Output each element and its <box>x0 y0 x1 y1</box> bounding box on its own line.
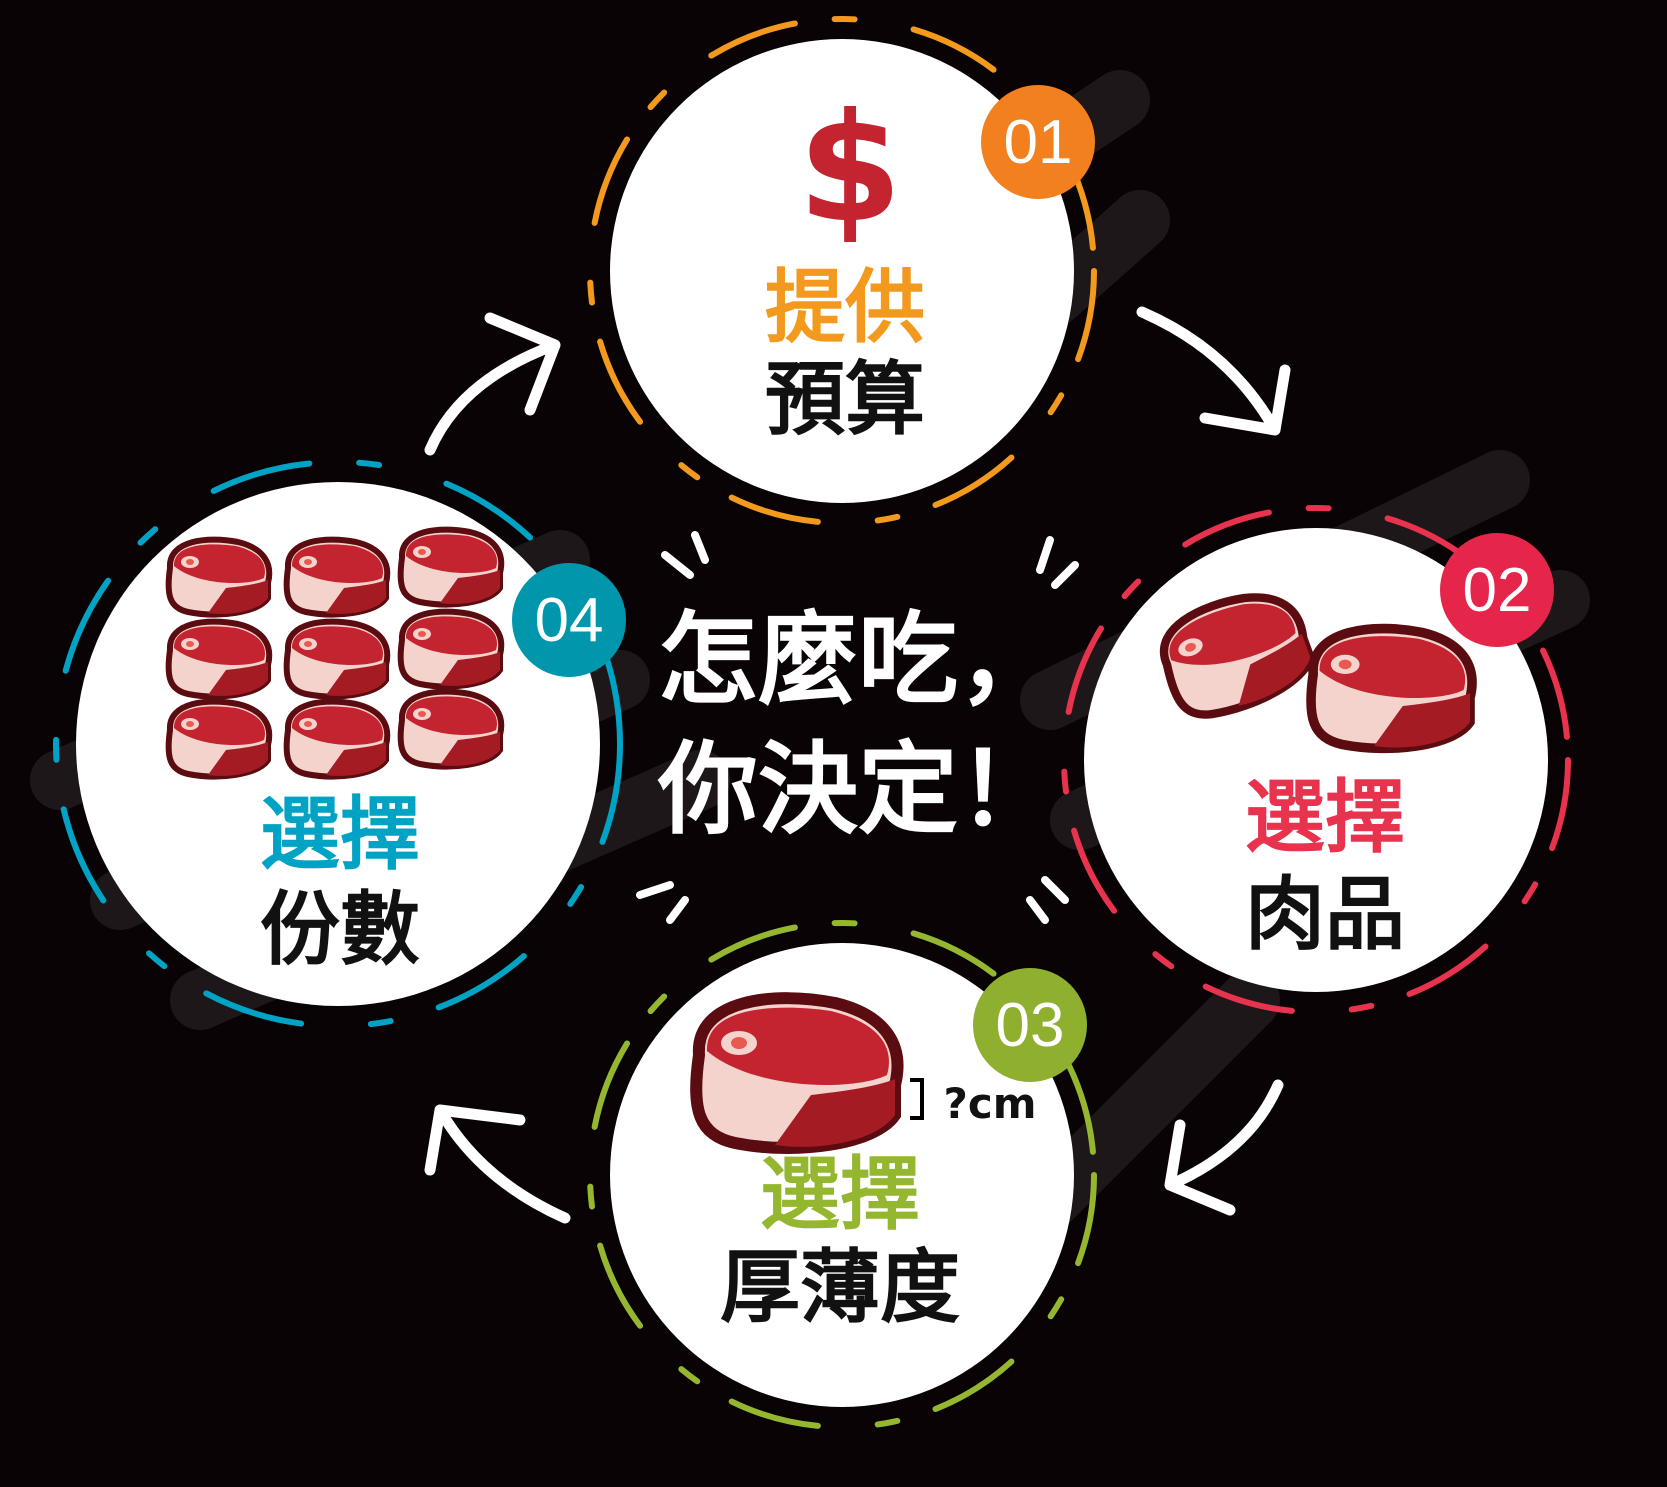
arrow-icon <box>424 312 561 456</box>
steak-grid-icon <box>169 530 502 777</box>
cycle-arrows <box>424 306 1291 1224</box>
step-03-thickness-label: ?cm <box>943 1079 1037 1128</box>
step-02-badge: 02 <box>1440 533 1554 647</box>
step-03-label-1: 選擇 <box>760 1148 920 1241</box>
arrow-icon <box>1136 306 1291 436</box>
step-01-label-1: 提供 <box>765 261 925 354</box>
step-01-badge: 01 <box>981 85 1095 199</box>
step-04-badge: 04 <box>512 563 626 677</box>
arrow-icon <box>1164 1079 1284 1216</box>
step-04-label-1: 選擇 <box>260 788 420 881</box>
step-03-label-2: 厚薄度 <box>720 1241 960 1334</box>
steak-thickness-icon <box>696 998 897 1148</box>
step-01-circle <box>610 39 1074 503</box>
dollar-icon: $ <box>798 82 902 256</box>
step-03-badge: 03 <box>973 968 1087 1082</box>
step-01-label-2: 預算 <box>765 353 925 446</box>
step-02-label-1: 選擇 <box>1245 771 1405 864</box>
step-02-label-2: 肉品 <box>1245 868 1405 961</box>
arrow-icon <box>424 1104 571 1224</box>
burst-lines <box>636 531 1079 924</box>
step-04-label-2: 份數 <box>260 883 420 976</box>
center-title-line-1: 怎麼吃， <box>658 601 1058 718</box>
center-title-line-2: 你決定！ <box>658 731 1058 848</box>
